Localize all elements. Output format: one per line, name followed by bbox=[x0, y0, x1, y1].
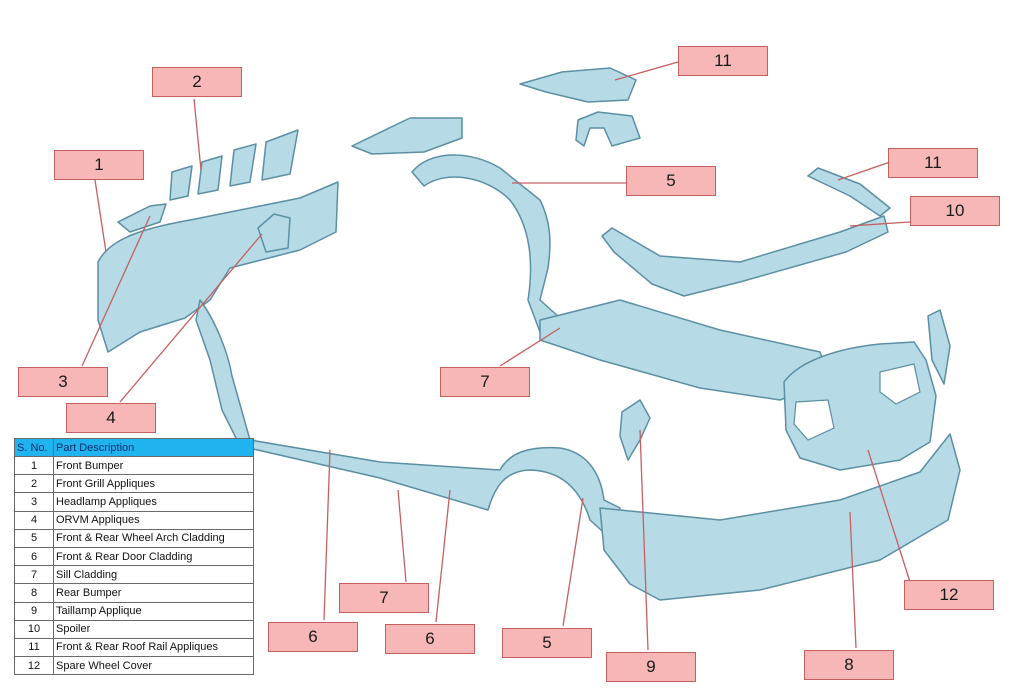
table-cell-sno: 12 bbox=[14, 656, 54, 676]
leader-line-7-bottom bbox=[397, 489, 407, 583]
callout-label-6-right: 6 bbox=[385, 624, 475, 654]
callout-label-7-middle: 7 bbox=[440, 367, 530, 397]
leader-line-7-left bbox=[499, 327, 561, 367]
table-cell-description: Front & Rear Roof Rail Appliques bbox=[53, 637, 254, 658]
callout-label-12: 12 bbox=[904, 580, 994, 610]
table-cell-sno: 4 bbox=[14, 510, 54, 530]
table-cell-sno: 6 bbox=[14, 546, 54, 567]
table-cell-description: Front Grill Appliques bbox=[53, 474, 254, 494]
table-cell-sno: 7 bbox=[14, 565, 54, 585]
leader-line-6-left bbox=[323, 449, 331, 621]
leader-line-4 bbox=[119, 233, 263, 403]
table-header-sno: S. No. bbox=[14, 438, 54, 457]
callout-label-1: 1 bbox=[54, 150, 144, 180]
leader-line-11-top bbox=[614, 61, 679, 81]
table-cell-description: Rear Bumper bbox=[53, 583, 254, 603]
spare-wheel-cover-opening-right bbox=[879, 363, 921, 405]
table-cell-description: Spoiler bbox=[53, 619, 254, 639]
spoiler-part bbox=[601, 215, 889, 297]
callout-label-2: 2 bbox=[152, 67, 242, 97]
leader-line-3 bbox=[81, 215, 151, 367]
leader-line-12 bbox=[867, 449, 911, 583]
table-cell-description: Front & Rear Wheel Arch Cladding bbox=[53, 528, 254, 548]
table-cell-sno: 3 bbox=[14, 492, 54, 512]
leader-line-9 bbox=[639, 429, 649, 651]
front-grill-appliques-part bbox=[169, 129, 299, 201]
table-cell-sno: 5 bbox=[14, 528, 54, 548]
table-cell-sno: 2 bbox=[14, 474, 54, 494]
leader-line-10 bbox=[849, 221, 911, 227]
callout-label-11-top: 11 bbox=[678, 46, 768, 76]
table-cell-sno: 9 bbox=[14, 601, 54, 621]
leader-line-8 bbox=[849, 511, 857, 649]
table-cell-description: Spare Wheel Cover bbox=[53, 656, 254, 676]
taillamp-applique-part bbox=[619, 399, 651, 461]
table-cell-description: Taillamp Applique bbox=[53, 601, 254, 621]
rear-roof-rail-applique-top-part bbox=[519, 67, 637, 103]
table-header-description: Part Description bbox=[53, 438, 254, 457]
table-cell-sno: 11 bbox=[14, 637, 54, 658]
leader-line-5-bottom bbox=[562, 497, 584, 627]
callout-label-9: 9 bbox=[606, 652, 696, 682]
wheel-arch-cladding-part bbox=[411, 154, 561, 333]
small-bracket-part bbox=[575, 111, 641, 147]
rear-bumper-part bbox=[599, 433, 961, 601]
front-bumper-part bbox=[97, 181, 339, 353]
table-cell-sno: 8 bbox=[14, 583, 54, 603]
spare-wheel-cover-opening-left bbox=[793, 399, 835, 441]
callout-label-11-right: 11 bbox=[888, 148, 978, 178]
leader-line-6-right bbox=[435, 489, 451, 623]
roof-rail-applique-right-part bbox=[807, 167, 891, 217]
leader-line-11-right bbox=[837, 161, 891, 181]
callout-label-7-bottom: 7 bbox=[339, 583, 429, 613]
table-header-row: S. No. Part Description bbox=[14, 438, 254, 457]
orvm-applique-part bbox=[257, 213, 291, 253]
callout-label-6-left: 6 bbox=[268, 622, 358, 652]
callout-label-8: 8 bbox=[804, 650, 894, 680]
table-cell-description: Headlamp Appliques bbox=[53, 492, 254, 512]
table-cell-sno: 1 bbox=[14, 455, 54, 476]
leader-line-2 bbox=[193, 98, 202, 171]
callout-label-4: 4 bbox=[66, 403, 156, 433]
table-cell-description: ORVM Appliques bbox=[53, 510, 254, 530]
callout-label-3: 3 bbox=[18, 367, 108, 397]
taillamp-applique-right-part bbox=[927, 309, 951, 385]
table-cell-sno: 10 bbox=[14, 619, 54, 639]
callout-label-10: 10 bbox=[910, 196, 1000, 226]
table-cell-description: Front & Rear Door Cladding bbox=[53, 546, 254, 567]
leader-line-1 bbox=[94, 179, 107, 253]
headlamp-applique-part bbox=[117, 203, 167, 233]
callout-label-5-top: 5 bbox=[626, 166, 716, 196]
callout-label-5-bottom: 5 bbox=[502, 628, 592, 658]
front-roof-rail-applique-part bbox=[351, 117, 463, 155]
left-side-cladding-part bbox=[195, 299, 621, 541]
table-cell-description: Front Bumper bbox=[53, 455, 254, 476]
table-cell-description: Sill Cladding bbox=[53, 565, 254, 585]
